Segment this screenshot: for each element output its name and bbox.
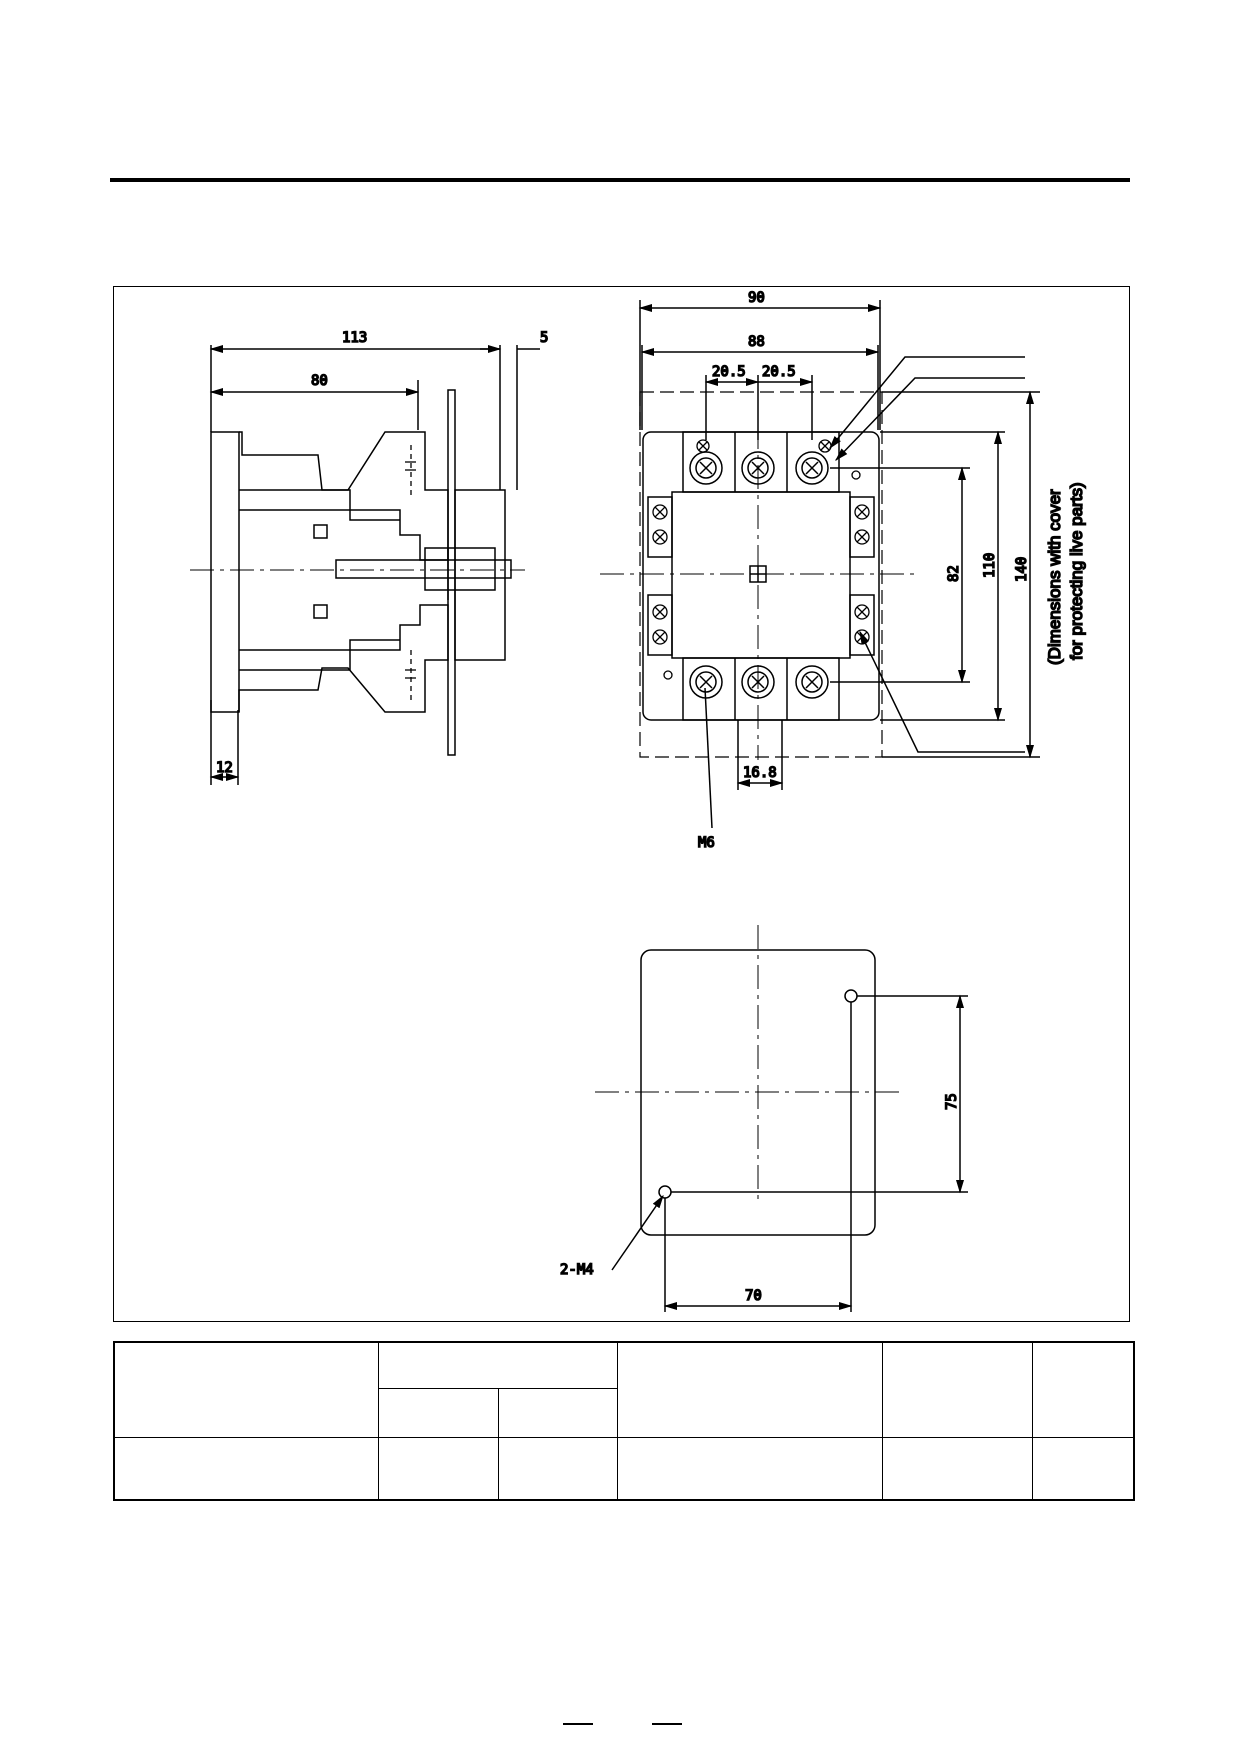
dim-113: 113 xyxy=(342,330,367,346)
dim-20-5-right: 20.5 xyxy=(762,364,796,380)
table-row xyxy=(114,1388,1134,1438)
table-cell xyxy=(378,1388,499,1438)
dim-82: 82 xyxy=(946,565,962,582)
dim-140: 140 xyxy=(1014,557,1030,582)
table-row xyxy=(113,1436,1135,1501)
front-view: 90 88 20.5 20.5 16.8 M6 82 110 140 (Dime… xyxy=(600,289,1087,852)
side-view: 113 80 5 12 xyxy=(190,329,549,785)
table-row xyxy=(113,1341,1135,1438)
label-m6: M6 xyxy=(698,835,715,851)
dim-110: 110 xyxy=(982,553,998,578)
drawing-frame xyxy=(113,286,1130,1322)
table-cell xyxy=(1032,1436,1135,1501)
table-cell xyxy=(882,1436,1033,1501)
table-cell xyxy=(617,1341,883,1438)
table-cell xyxy=(498,1436,618,1501)
dim-88: 88 xyxy=(748,334,765,350)
cover-note-line2: for protecting live parts) xyxy=(1067,482,1086,660)
table-cell xyxy=(1032,1341,1135,1438)
dim-5: 5 xyxy=(540,330,548,346)
dim-12: 12 xyxy=(216,760,233,776)
table-cell xyxy=(617,1436,883,1501)
dim-90: 90 xyxy=(748,290,765,306)
dim-16-8: 16.8 xyxy=(743,765,777,781)
dim-80: 80 xyxy=(311,373,328,389)
footer-dash-right xyxy=(652,1723,682,1725)
header-rule xyxy=(110,178,1130,182)
auxiliary-screw-icon xyxy=(652,439,870,680)
table-cell xyxy=(882,1341,1033,1438)
dim-20-5-left: 20.5 xyxy=(712,364,746,380)
table-cell xyxy=(498,1388,618,1438)
table-cell xyxy=(113,1436,379,1501)
dim-70: 70 xyxy=(745,1288,762,1304)
table-cell xyxy=(113,1341,379,1438)
dim-75: 75 xyxy=(944,1093,960,1110)
terminal-screw-icon xyxy=(689,451,829,699)
spec-table xyxy=(113,1341,1135,1501)
cover-note-line1: (Dimensions with cover xyxy=(1045,489,1064,665)
table-cell xyxy=(378,1436,499,1501)
mounting-view: 75 70 2-M4 xyxy=(559,925,968,1312)
table-cell xyxy=(378,1341,618,1390)
label-2-m4: 2-M4 xyxy=(560,1262,594,1278)
footer-dash-left xyxy=(563,1723,593,1725)
